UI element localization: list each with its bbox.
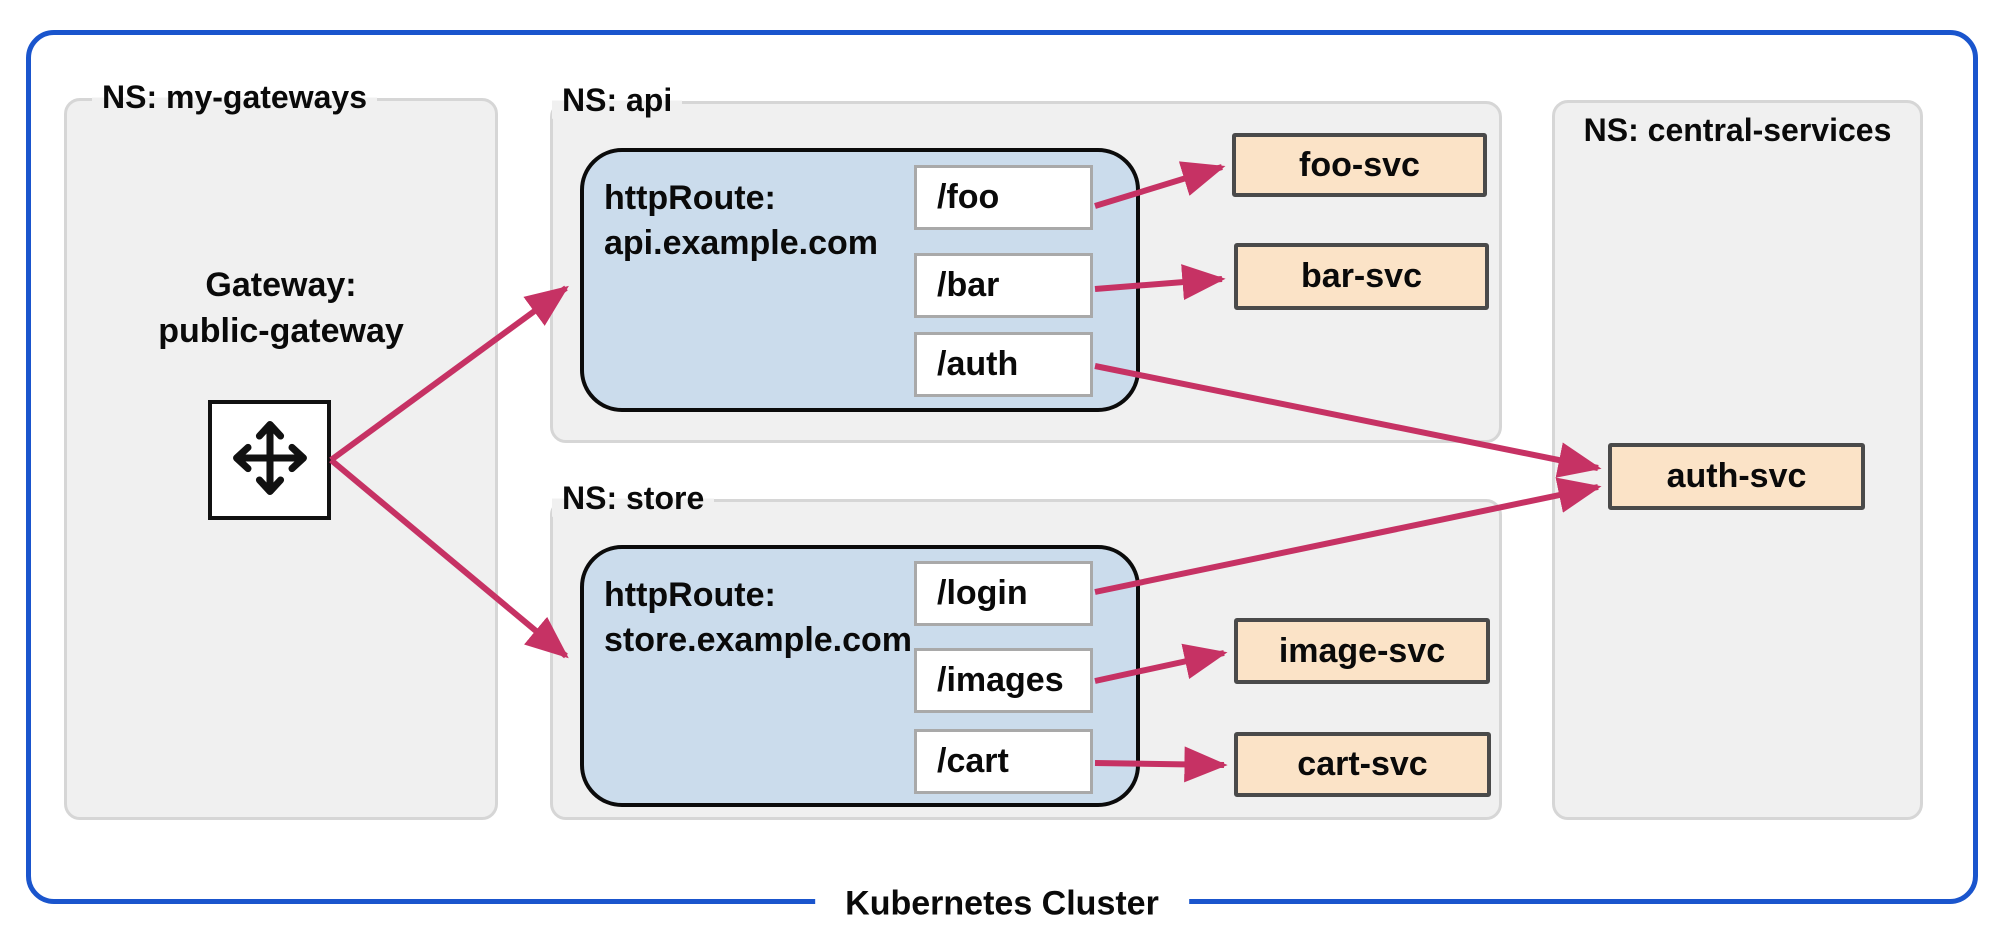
service-box-foo-svc: foo-svc <box>1232 133 1487 197</box>
namespace-label-central-services: NS: central-services <box>1583 112 1892 148</box>
namespace-label-api: NS: api <box>552 81 683 119</box>
path-box-images: /images <box>914 648 1093 713</box>
path-box-auth: /auth <box>914 332 1093 397</box>
namespace-label-my-gateways: NS: my-gateways <box>92 78 377 116</box>
gateway-title: Gateway: public-gateway <box>64 262 498 354</box>
gateway-node <box>208 400 331 520</box>
namespace-label-store: NS: store <box>552 479 715 517</box>
httproute-kind-label: httpRoute: <box>604 576 776 614</box>
httproute-text-api: httpRoute: api.example.com <box>604 176 878 266</box>
gateway-kind-label: Gateway: <box>205 266 357 304</box>
service-box-image-svc: image-svc <box>1234 618 1490 684</box>
httproute-kind-label: httpRoute: <box>604 179 776 217</box>
path-box-cart: /cart <box>914 729 1093 794</box>
gateway-name-label: public-gateway <box>158 312 404 350</box>
httproute-host-label: api.example.com <box>604 224 879 262</box>
service-box-cart-svc: cart-svc <box>1234 732 1491 797</box>
path-box-foo: /foo <box>914 165 1093 230</box>
service-box-auth-svc: auth-svc <box>1608 443 1865 510</box>
cluster-label: Kubernetes Cluster <box>815 884 1189 924</box>
httproute-host-label: store.example.com <box>604 621 913 659</box>
move-arrows-icon <box>226 414 314 507</box>
service-box-bar-svc: bar-svc <box>1234 243 1489 310</box>
path-box-bar: /bar <box>914 253 1093 318</box>
path-box-login: /login <box>914 561 1093 626</box>
httproute-text-store: httpRoute: store.example.com <box>604 573 912 663</box>
